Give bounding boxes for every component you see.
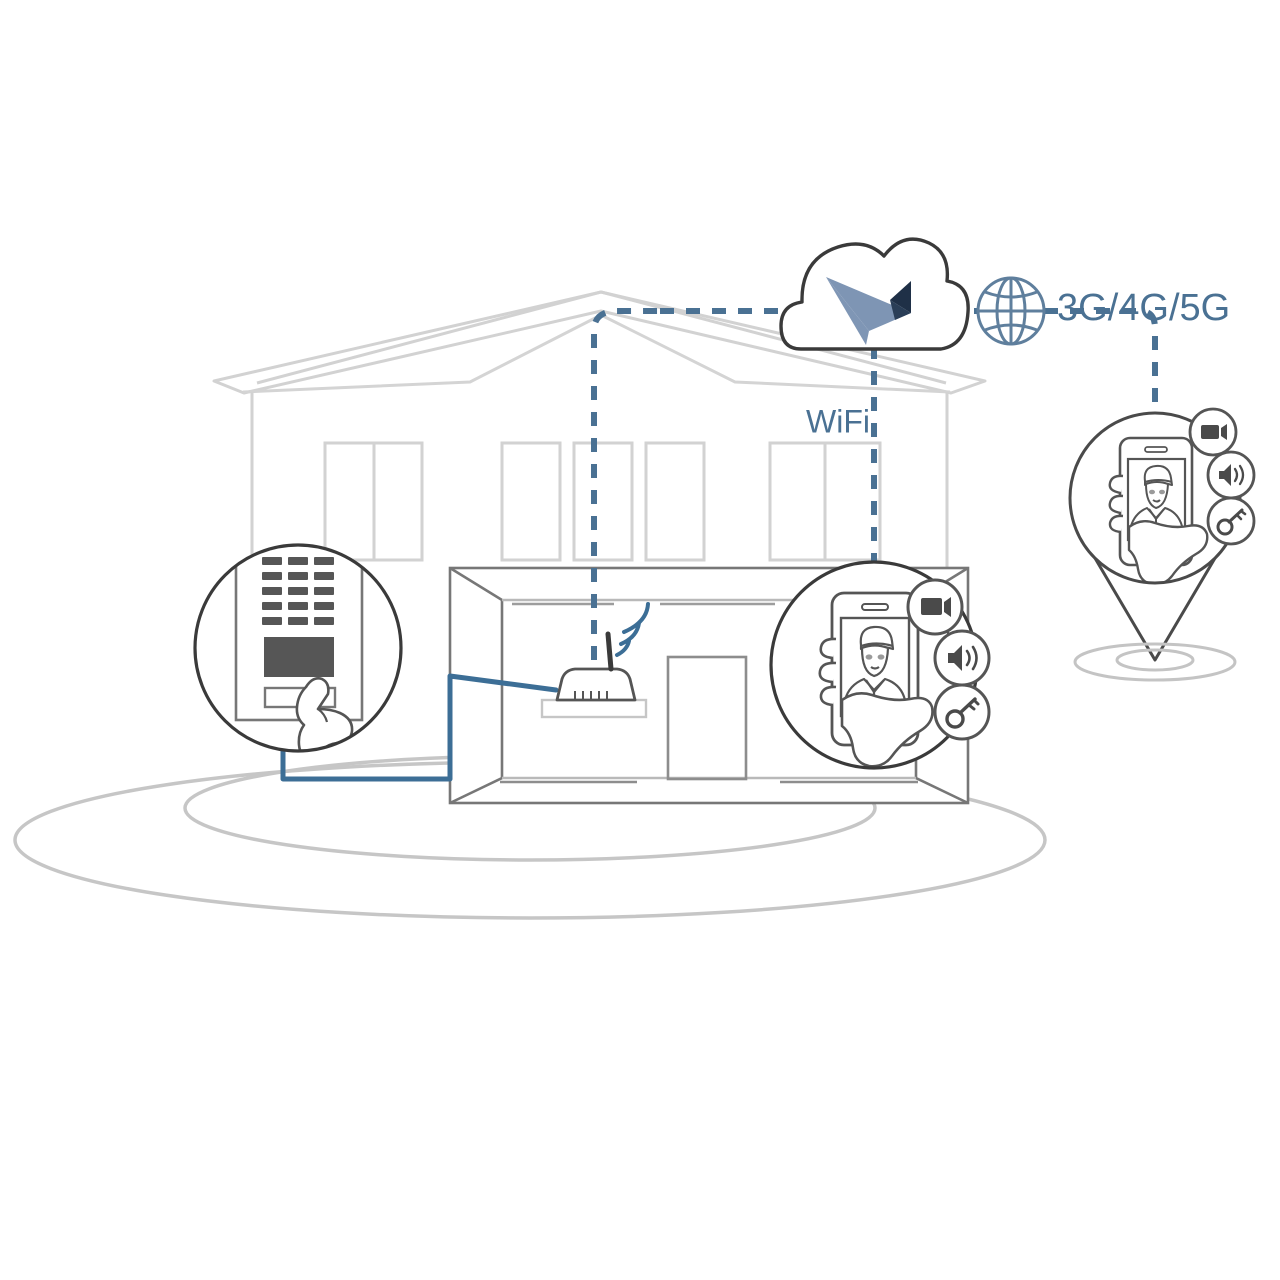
key-icon-bow	[945, 709, 965, 729]
key-icon-tooth-2-remote	[1239, 509, 1247, 516]
visitor-head	[860, 644, 890, 678]
map-pin-shadow	[1073, 642, 1237, 682]
visitor-cap-brim	[860, 642, 894, 648]
video-icon-lens-remote	[1221, 424, 1227, 440]
hand-palm	[840, 692, 934, 768]
roof-ridge-right	[600, 290, 947, 385]
indoor-phone-badges[interactable]	[906, 578, 991, 741]
remote-smartphone-node[interactable]	[1068, 407, 1256, 682]
hand-finger-3-remote	[1108, 514, 1124, 534]
router-antenna	[605, 631, 614, 672]
door-station-circle-outline	[193, 543, 403, 753]
label-mobile-network: 3G/4G/5G	[1057, 287, 1230, 329]
pin-shadow-inner	[1115, 648, 1195, 672]
label-wifi: WiFi	[806, 403, 870, 439]
wifi-arcs-icon	[615, 602, 650, 657]
visitor-eye-right	[877, 654, 885, 660]
map-pin-head-outline	[1068, 411, 1242, 585]
video-icon-lens	[944, 597, 951, 617]
speaker-icon-body	[948, 645, 962, 671]
indoor-smartphone-node[interactable]	[769, 560, 991, 770]
router-body	[555, 667, 637, 702]
remote-phone-badges[interactable]	[1188, 407, 1256, 546]
speaker-icon-wave-1-remote	[1233, 467, 1239, 483]
visitor-cap-brim-remote	[1144, 479, 1173, 483]
key-icon-bow-remote	[1216, 518, 1234, 536]
cloud-logo-dark-fill	[890, 300, 911, 320]
visitor-mouth	[870, 666, 880, 670]
interior-door	[666, 655, 748, 781]
hand-finger-3	[819, 685, 837, 707]
visitor-eye-right-remote	[1159, 489, 1165, 495]
hand-palm-remote	[1127, 520, 1209, 583]
hand-finger-2-remote	[1108, 494, 1124, 515]
holding-hand-indoor	[818, 637, 934, 768]
badge-key-indoor[interactable]	[933, 683, 991, 741]
badge-speaker-remote[interactable]	[1206, 450, 1256, 500]
pressing-hand-thumb-crease	[317, 708, 329, 723]
badge-video-indoor[interactable]	[906, 578, 964, 636]
hand-finger-2	[818, 661, 837, 684]
speaker-icon-wave-2	[971, 645, 978, 671]
badge-key-remote[interactable]	[1206, 496, 1256, 546]
cloud-shape	[779, 237, 970, 351]
dashed-router-to-roof	[591, 308, 660, 660]
router-vents	[574, 691, 608, 700]
globe-icon[interactable]	[976, 276, 1046, 346]
badge-video-remote[interactable]	[1188, 407, 1238, 457]
wifi-arc-1	[615, 639, 631, 657]
speaker-icon-body-remote	[1219, 464, 1231, 486]
roof-ridge-left	[256, 290, 602, 385]
visitor-eye-left	[865, 654, 873, 660]
window-3	[572, 441, 634, 562]
remote-phone-speaker-slot	[1144, 446, 1168, 453]
speaker-icon-wave-2-remote	[1238, 464, 1245, 486]
facade-windows	[323, 441, 882, 562]
visitor-eye-left-remote	[1149, 489, 1155, 495]
router-shelf	[540, 698, 648, 719]
ethernet-cable[interactable]	[280, 673, 559, 782]
holding-hand-remote	[1108, 474, 1209, 583]
hand-finger-1	[819, 637, 837, 660]
globe-latitude-lower	[984, 323, 1038, 332]
indoor-phone-speaker-slot	[861, 603, 889, 611]
map-pin-tail	[1090, 552, 1220, 662]
cloud-service[interactable]	[779, 237, 970, 351]
cloud-logo-dark-wing	[890, 281, 911, 313]
door-station-keypad[interactable]	[262, 557, 334, 625]
visitor-mouth-remote	[1152, 499, 1161, 503]
globe-latitude-upper	[984, 290, 1038, 299]
router[interactable]	[540, 602, 650, 719]
key-icon-tooth-2	[972, 698, 980, 706]
key-icon-shaft-remote	[1227, 508, 1244, 524]
window-2	[500, 441, 562, 562]
video-icon-body-remote	[1201, 425, 1219, 439]
wifi-arc-3	[622, 602, 650, 634]
wifi-link-router-cloud[interactable]	[591, 308, 800, 660]
door-station-camera-display	[264, 637, 334, 677]
visitor-head-remote	[1145, 481, 1169, 509]
hand-finger-1-remote	[1108, 474, 1124, 495]
door-station-node[interactable]	[193, 540, 403, 757]
badge-speaker-indoor[interactable]	[933, 629, 991, 687]
key-icon-tooth-1-remote	[1235, 513, 1243, 521]
pin-shadow-outer	[1073, 642, 1237, 682]
window-4	[644, 441, 706, 562]
key-icon-shaft	[958, 697, 977, 715]
video-icon-body	[921, 598, 942, 615]
speaker-icon-wave-1	[965, 649, 971, 667]
cloud-logo-lower-blade	[826, 277, 869, 345]
key-icon-tooth-1	[967, 703, 976, 711]
dashed-globe-to-corner	[1044, 308, 1158, 416]
room-corner-left	[449, 566, 504, 805]
cloud-logo-light-wing	[826, 277, 911, 331]
